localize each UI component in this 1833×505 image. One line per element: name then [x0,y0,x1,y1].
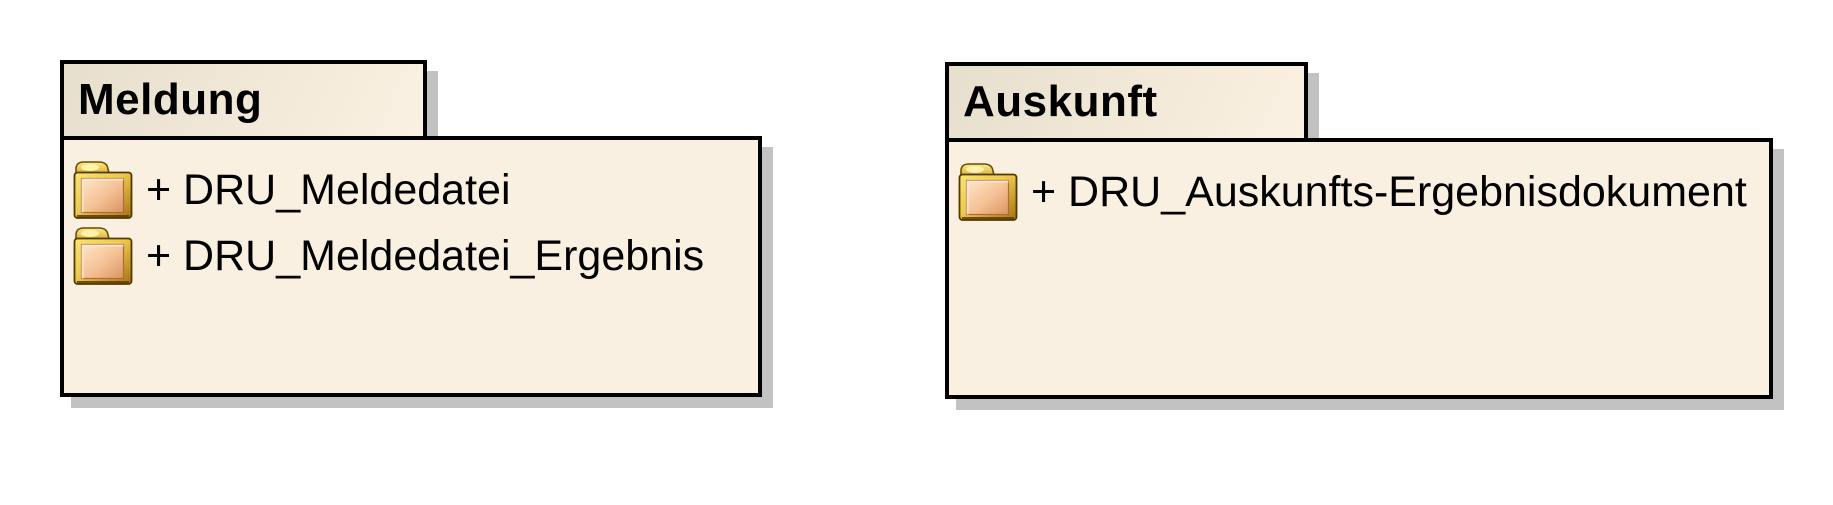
package-name: Meldung [78,75,263,124]
folder-icon [958,161,1018,223]
uml-package-meldung[interactable]: Meldung + DRU_Meldedatei+ DRU_Meldedatei… [60,60,762,397]
package-member-row[interactable]: + DRU_Auskunfts-Ergebnisdokument [958,159,1769,225]
package-member-row[interactable]: + DRU_Meldedatei [73,157,758,223]
package-member-row[interactable]: + DRU_Meldedatei_Ergebnis [73,223,758,289]
package-tab[interactable]: Auskunft [945,62,1308,142]
package-member-label: + DRU_Meldedatei_Ergebnis [146,231,705,280]
package-body[interactable]: + DRU_Auskunfts-Ergebnisdokument [945,138,1773,399]
package-member-list: + DRU_Meldedatei + DRU_Meldedatei_Ergebni… [73,157,758,289]
uml-package-auskunft[interactable]: Auskunft + DRU_Auskunfts-Ergebnisdokumen… [945,62,1773,399]
package-member-list: + DRU_Auskunfts-Ergebnisdokument [958,159,1769,225]
package-body[interactable]: + DRU_Meldedatei + DRU_Meldedatei_Ergebni… [60,136,762,397]
package-name: Auskunft [963,77,1158,126]
folder-icon [73,159,133,221]
folder-icon [73,225,133,287]
package-tab[interactable]: Meldung [60,60,427,140]
package-member-label: + DRU_Meldedatei [146,165,511,214]
package-member-label: + DRU_Auskunfts-Ergebnisdokument [1031,167,1747,216]
